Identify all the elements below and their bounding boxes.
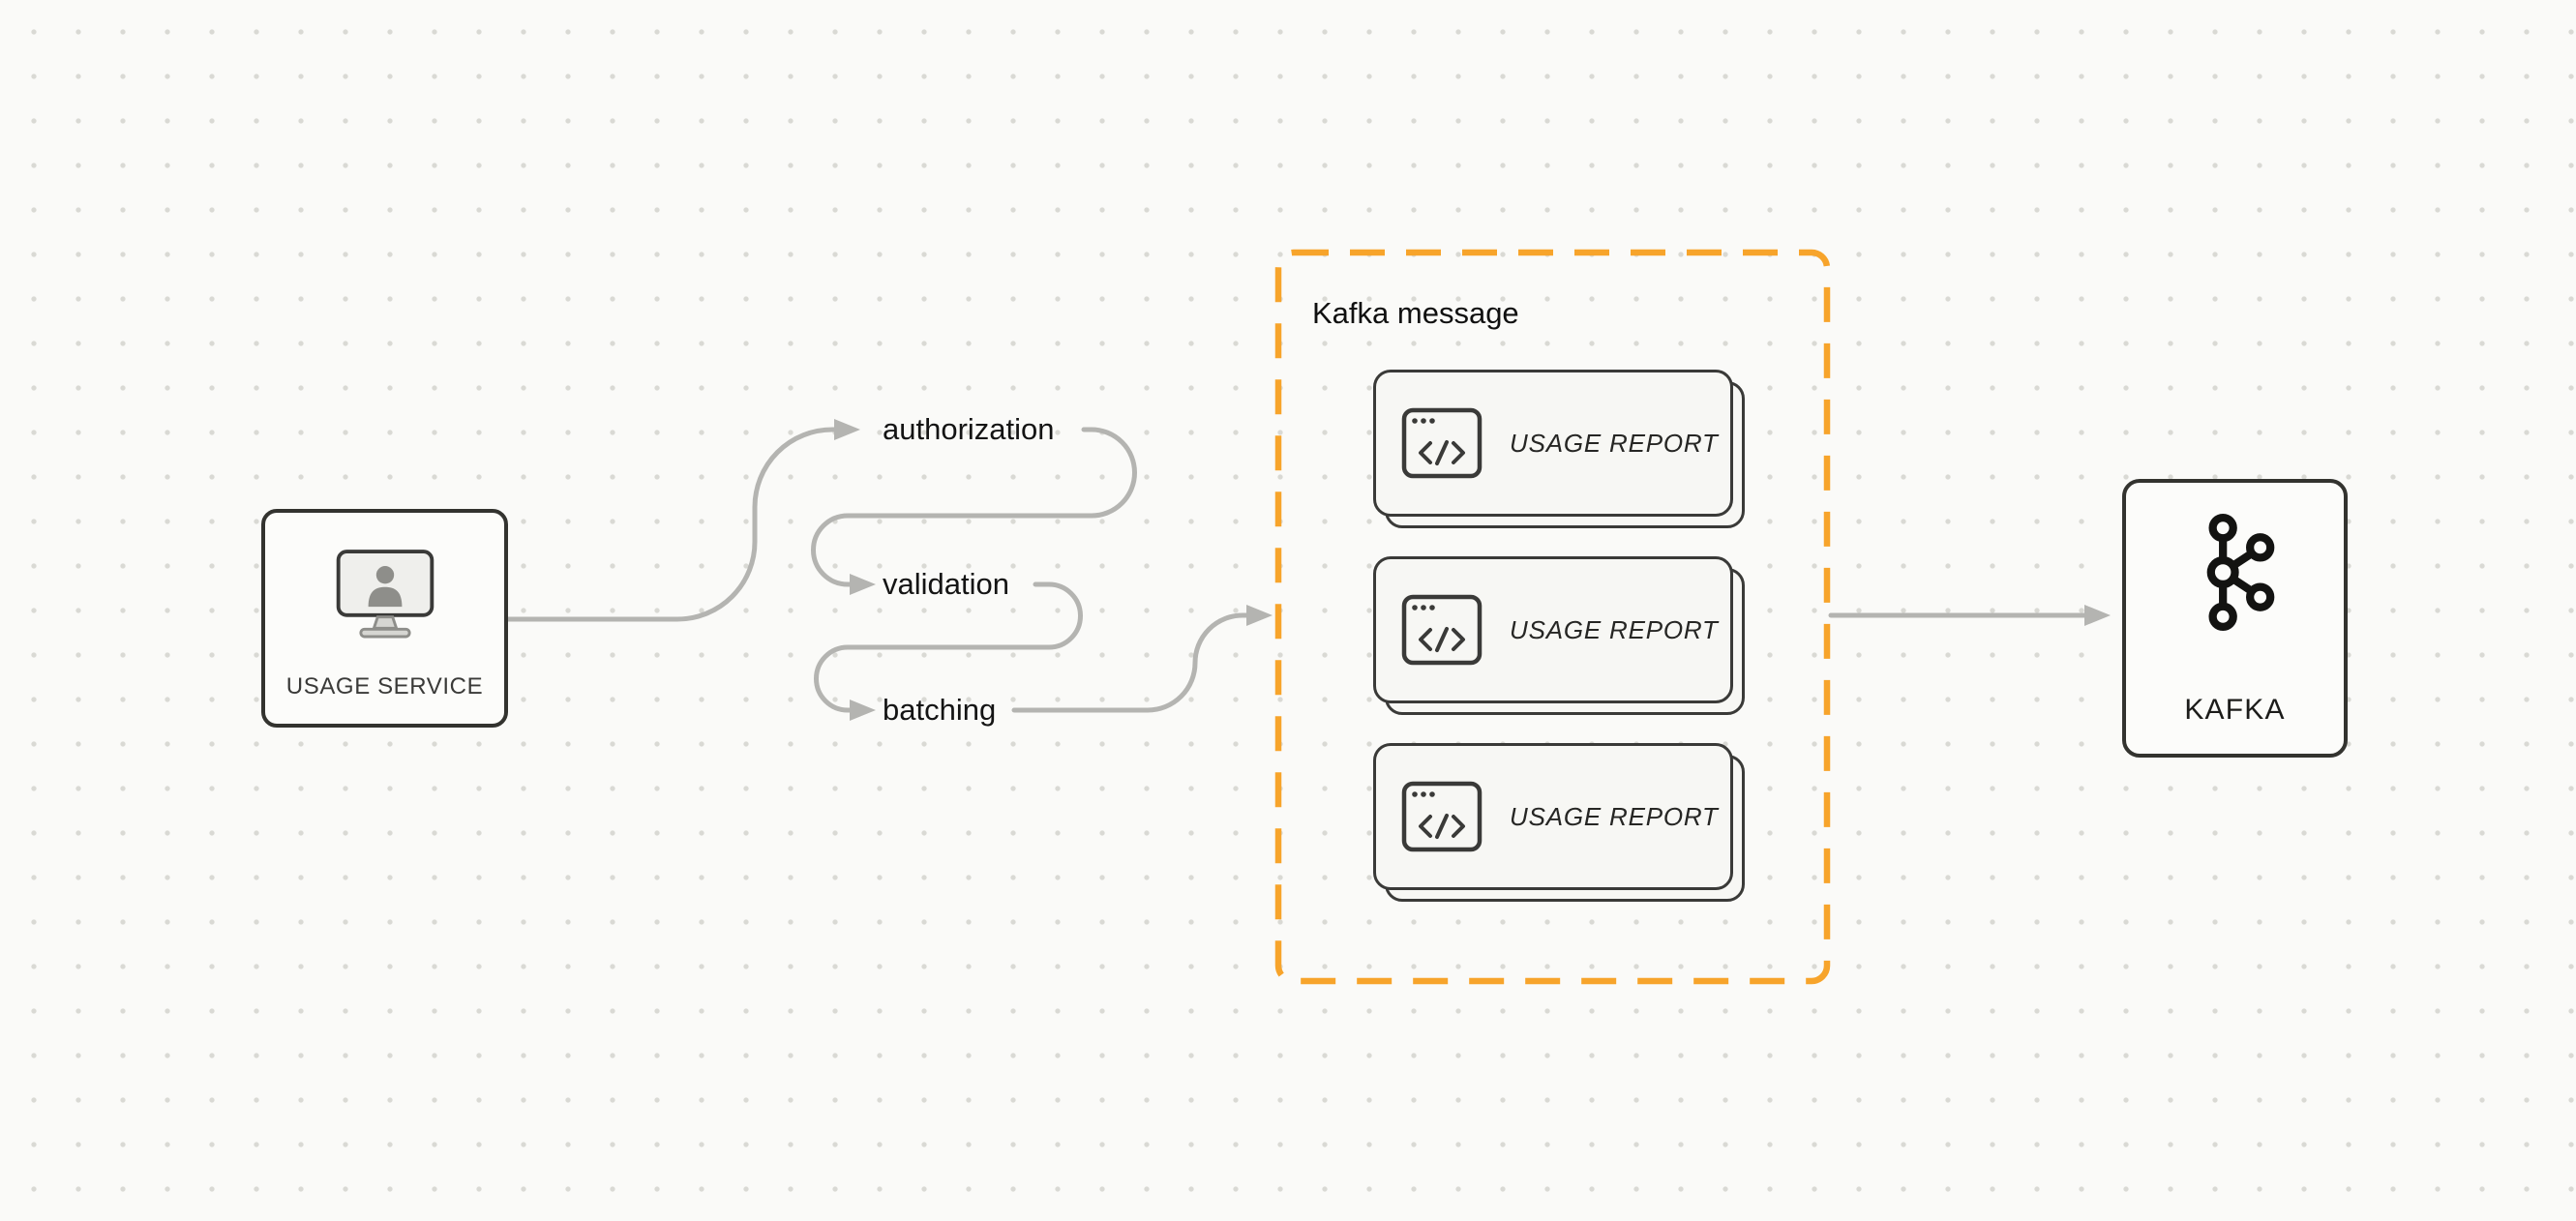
usage-report-label: USAGE REPORT xyxy=(1510,801,1719,831)
usage-report-card-stack: USAGE REPORT xyxy=(1373,743,1745,902)
usage-service-node: USAGE SERVICE xyxy=(261,509,508,728)
usage-report-label: USAGE REPORT xyxy=(1510,614,1719,644)
step-label-validation: validation xyxy=(883,567,1009,601)
code-window-icon xyxy=(1401,594,1483,666)
usage-report-card: USAGE REPORT xyxy=(1373,556,1733,703)
usage-report-card: USAGE REPORT xyxy=(1373,370,1733,517)
usage-report-label: USAGE REPORT xyxy=(1510,428,1719,458)
usage-report-card-stack: USAGE REPORT xyxy=(1373,556,1745,715)
kafka-message-group-title: Kafka message xyxy=(1312,296,1519,330)
usage-report-card: USAGE REPORT xyxy=(1373,743,1733,890)
step-label-batching: batching xyxy=(883,693,997,727)
kafka-message-group-border xyxy=(1274,249,1831,985)
arrow-batching-to-kafka-message xyxy=(1011,605,1273,713)
user-monitor-icon xyxy=(336,550,434,639)
arrow-authorization-to-validation xyxy=(811,427,1137,595)
code-window-icon xyxy=(1401,781,1483,852)
usage-report-card-stack: USAGE REPORT xyxy=(1373,370,1745,528)
kafka-label: KAFKA xyxy=(2184,694,2286,726)
code-window-icon xyxy=(1401,407,1483,479)
arrow-validation-to-batching xyxy=(814,581,1083,721)
usage-service-label: USAGE SERVICE xyxy=(285,673,484,700)
kafka-node: KAFKA xyxy=(2122,479,2348,758)
arrow-usage-to-authorization xyxy=(505,419,860,622)
step-label-authorization: authorization xyxy=(883,412,1055,446)
kafka-logo-icon xyxy=(2206,514,2274,631)
